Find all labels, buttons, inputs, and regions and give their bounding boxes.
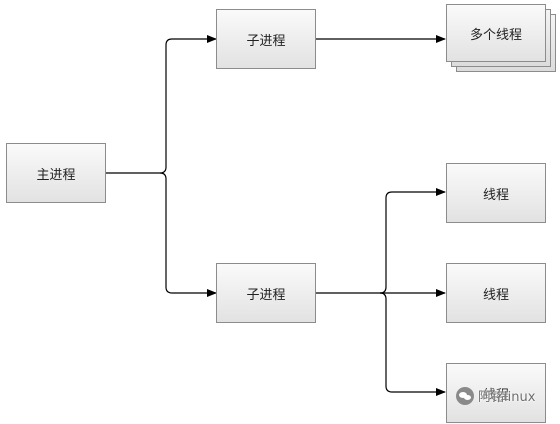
- node-label: 主进程: [36, 167, 76, 183]
- node-label: 子进程: [246, 33, 286, 49]
- node-label: 线程: [482, 287, 509, 303]
- node-thread-1: 线程: [446, 163, 546, 223]
- watermark: 阿铭linux: [456, 386, 535, 405]
- node-child-process-1: 子进程: [216, 9, 316, 69]
- wechat-icon: [456, 386, 474, 405]
- node-multi-threads: 多个线程: [446, 4, 546, 62]
- node-child-process-2: 子进程: [216, 263, 316, 323]
- node-main-process: 主进程: [6, 143, 106, 203]
- node-thread-2: 线程: [446, 263, 546, 323]
- node-label: 子进程: [246, 287, 286, 303]
- edge-main-to-child-1: [106, 35, 217, 174]
- node-label: 线程: [482, 387, 509, 403]
- node-multi-threads-stack: 多个线程: [446, 4, 558, 74]
- node-label: 多个线程: [469, 27, 522, 43]
- node-label: 线程: [482, 187, 509, 203]
- edge-main-to-child-2: [159, 172, 217, 297]
- edge-child-2-to-thread-3: [379, 292, 446, 396]
- watermark-text: 阿铭linux: [478, 390, 536, 405]
- edge-child-2-to-thread-1: [379, 188, 446, 294]
